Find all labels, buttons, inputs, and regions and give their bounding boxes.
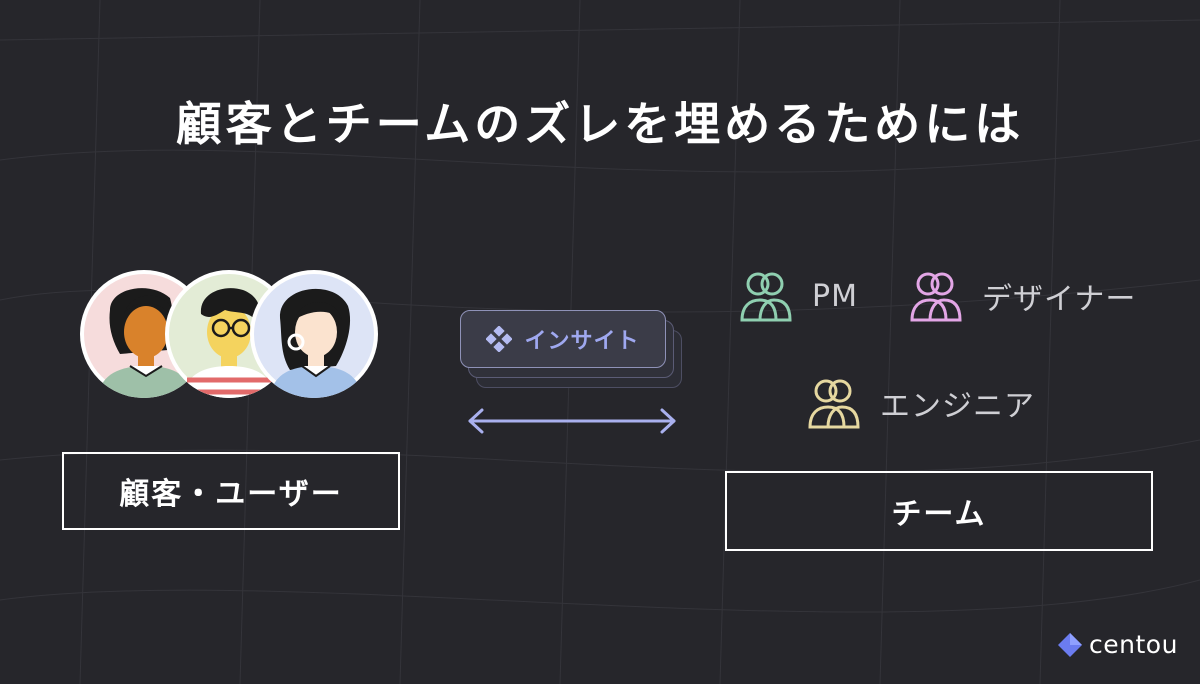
users-icon [910,272,962,322]
role-label-designer: デザイナー [982,282,1137,317]
customer-label: 顧客・ユーザー [119,477,343,512]
customer-avatar-3 [250,270,378,398]
insight-label: インサイト [524,329,640,354]
team-label-box: チーム [725,471,1153,551]
role-engineer: エンジニア [806,375,1035,431]
centou-diamond-logo [1058,632,1082,657]
role-label-pm: PM [812,278,858,314]
slide-title: 顧客とチームのズレを埋めるためには [175,97,1025,151]
users-icon [740,272,792,322]
insight-card: インサイト [460,310,666,368]
role-label-engineer: エンジニア [880,389,1035,424]
users-icon [808,379,860,429]
role-designer: デザイナー [908,268,1136,324]
diamond-cluster-icon [486,326,513,352]
insight-card-stack: インサイト [460,310,690,400]
team-label: チーム [891,497,987,532]
centou-logo: centou [1057,630,1178,659]
brand-name: centou [1089,630,1178,659]
double-arrow-icon [468,408,676,434]
role-pm: PM [738,268,858,324]
customer-label-box: 顧客・ユーザー [62,452,400,530]
